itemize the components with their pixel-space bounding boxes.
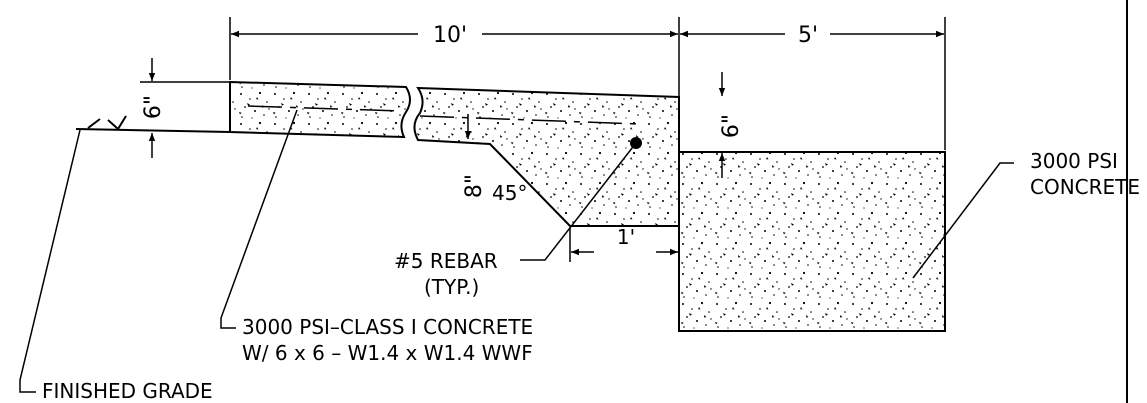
slab-note-line1: 3000 PSI–CLASS I CONCRETE: [242, 315, 533, 339]
dim-5ft-label: 5': [798, 23, 818, 48]
dim-6in-right-label: 6": [719, 114, 744, 138]
apron-note-line2: CONCRETE: [1030, 175, 1140, 199]
dim-10ft-label: 10': [433, 23, 467, 48]
wwf-mesh-line: [247, 105, 401, 112]
apron-note-line1: 3000 PSI: [1030, 149, 1118, 173]
apron-concrete-block: [678, 151, 946, 332]
grade-leader: [19, 129, 81, 393]
slab-right-section: [413, 86, 680, 227]
finished-grade-label: FINISHED GRADE: [42, 379, 213, 403]
dim-1ft-label: 1': [617, 225, 635, 249]
dim-8in-label: 8": [462, 174, 487, 198]
slab-note-leader: [220, 109, 298, 329]
finished-grade-line: [75, 128, 231, 133]
angle-45-label: 45°: [492, 181, 527, 205]
slab-note-line2: W/ 6 x 6 – W1.4 x W1.4 WWF: [242, 341, 533, 365]
slab-left-section: [229, 80, 411, 139]
rebar-typ-label: (TYP.): [424, 275, 479, 299]
wwf-mesh-line: [419, 115, 641, 125]
rebar-label: #5 REBAR: [394, 249, 498, 273]
grade-symbol: [87, 115, 127, 131]
dim-6in-left-label: 6": [141, 95, 166, 119]
rebar-leader: [520, 142, 637, 261]
apron-note-leader: [912, 162, 1014, 279]
